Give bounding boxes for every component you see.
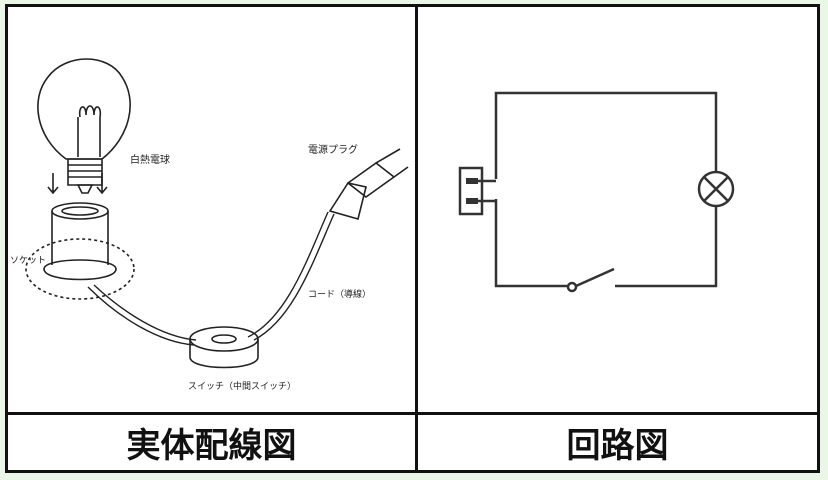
outlet-icon <box>458 166 496 216</box>
socket-icon <box>25 202 135 300</box>
bulb-label: 白熱電球 <box>130 153 170 166</box>
physical-wiring-panel: 白熱電球 電源プラグ ソケット コード（導線） スイッチ（中間スイッチ） <box>8 7 415 412</box>
cord-wire <box>87 211 335 346</box>
switch-label: スイッチ（中間スイッチ） <box>188 380 296 392</box>
figure-frame: 白熱電球 電源プラグ ソケット コード（導線） スイッチ（中間スイッチ） <box>5 4 820 473</box>
horizontal-divider <box>8 412 817 415</box>
vertical-divider <box>415 7 418 470</box>
circuit-wires <box>494 91 718 288</box>
arrow-down-icon <box>47 173 108 195</box>
plug-label: 電源プラグ <box>308 143 358 156</box>
light-bulb-icon <box>37 58 131 194</box>
physical-wiring-drawing: 白熱電球 電源プラグ ソケット コード（導線） スイッチ（中間スイッチ） <box>10 58 409 392</box>
switch-icon <box>189 326 259 369</box>
lamp-icon <box>697 170 735 208</box>
circuit-diagram-caption: 回路図 <box>566 426 669 466</box>
physical-wiring-caption: 実体配線図 <box>126 426 297 466</box>
switch-symbol-icon <box>566 267 615 293</box>
cord-label: コード（導線） <box>308 288 371 300</box>
circuit-diagram <box>458 91 735 293</box>
circuit-diagram-panel <box>418 7 817 412</box>
socket-label: ソケット <box>10 255 46 266</box>
power-plug-icon <box>328 148 409 220</box>
